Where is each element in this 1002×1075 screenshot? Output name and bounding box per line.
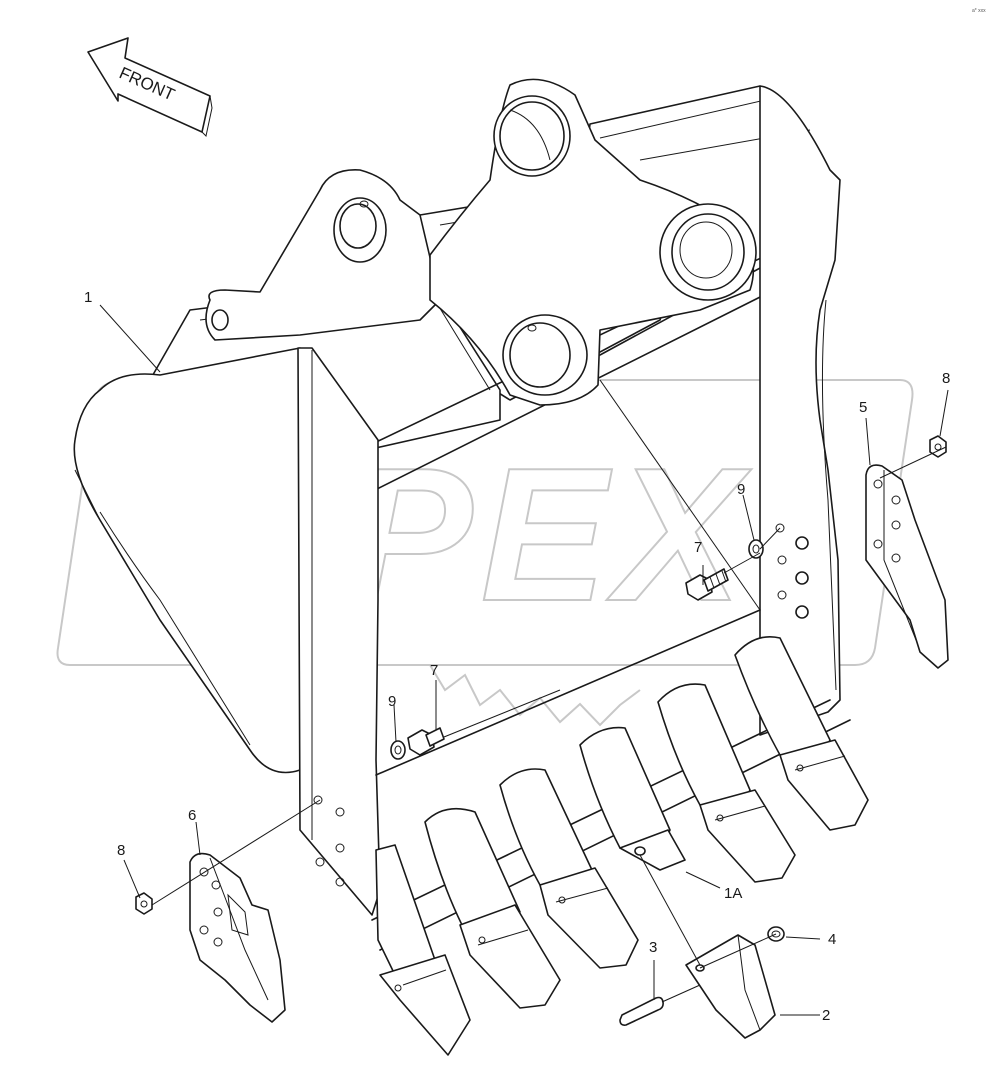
part-7-bolt-left <box>407 727 445 756</box>
callout-5: 5 <box>859 399 867 416</box>
tooth-4 <box>579 726 686 871</box>
callout-2: 2 <box>822 1007 830 1024</box>
part-7-bolt-right <box>685 568 729 601</box>
part-5-side-cutter-right <box>865 464 949 669</box>
tooth-3 <box>499 768 639 969</box>
part-2-tooth-point <box>685 934 776 1039</box>
callout-1A: 1A <box>724 885 742 902</box>
bucket-teeth <box>375 636 869 1056</box>
part-8-nut-right <box>929 435 947 458</box>
callout-7-left: 7 <box>430 662 438 679</box>
part-9-washer-left <box>390 740 406 760</box>
callout-8-left: 8 <box>117 842 125 859</box>
leader-lines <box>99 304 949 1016</box>
part-6-side-cutter-left <box>189 852 286 1023</box>
part-8-nut-left <box>135 892 153 915</box>
callouts: 1 2 3 4 5 6 7 7 8 8 9 9 1A <box>84 289 950 1024</box>
callout-8-right: 8 <box>942 370 950 387</box>
callout-1: 1 <box>84 289 92 306</box>
callout-9-right: 9 <box>737 481 745 498</box>
front-arrow-icon: FRONT <box>87 37 213 138</box>
tooth-1 <box>375 844 471 1056</box>
callout-7-right: 7 <box>694 539 702 556</box>
callout-6: 6 <box>188 807 196 824</box>
corner-mark: a* xxx <box>972 8 986 14</box>
callout-3: 3 <box>649 939 657 956</box>
tooth-5 <box>657 683 796 883</box>
tooth-2 <box>424 807 561 1009</box>
callout-9-left: 9 <box>388 693 396 710</box>
callout-4: 4 <box>828 931 836 948</box>
part-3-pin <box>619 996 664 1026</box>
tooth-6 <box>734 636 869 831</box>
bucket-body <box>73 78 851 951</box>
